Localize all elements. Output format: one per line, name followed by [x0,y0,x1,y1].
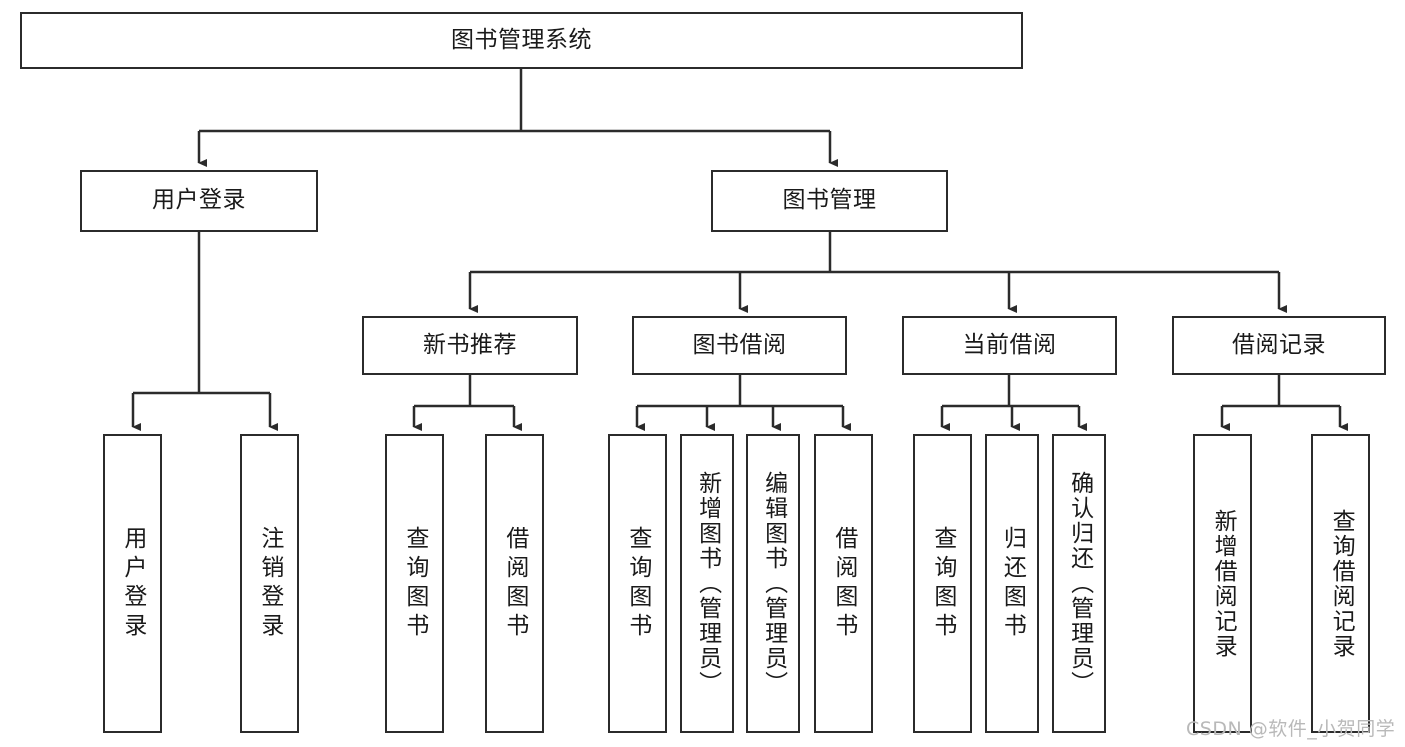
node-current-borrowing[interactable]: 当前借阅 [902,316,1117,375]
leaf-add-book-admin[interactable]: 新增图书（管理员） [680,434,734,733]
leaf-query-borrow-record[interactable]: 查询借阅记录 [1311,434,1370,733]
leaf-query-books-borrow[interactable]: 查询图书 [608,434,667,733]
leaf-edit-book-admin[interactable]: 编辑图书（管理员） [746,434,800,733]
node-book-management[interactable]: 图书管理 [711,170,948,232]
leaf-query-books-recommend[interactable]: 查询图书 [385,434,444,733]
leaf-confirm-return-admin[interactable]: 确认归还（管理员） [1052,434,1106,733]
leaf-query-books-current[interactable]: 查询图书 [913,434,972,733]
leaf-return-books[interactable]: 归还图书 [985,434,1039,733]
node-borrowing-records[interactable]: 借阅记录 [1172,316,1386,375]
node-root-system[interactable]: 图书管理系统 [20,12,1023,69]
leaf-user-login[interactable]: 用户登录 [103,434,162,733]
node-book-borrowing[interactable]: 图书借阅 [632,316,847,375]
csdn-watermark: CSDN @软件_小贺同学 [1186,718,1396,740]
node-user-login[interactable]: 用户登录 [80,170,318,232]
leaf-logout[interactable]: 注销登录 [240,434,299,733]
node-new-book-recommendation[interactable]: 新书推荐 [362,316,578,375]
leaf-borrow-books[interactable]: 借阅图书 [814,434,873,733]
leaf-borrow-books-recommend[interactable]: 借阅图书 [485,434,544,733]
leaf-add-borrow-record[interactable]: 新增借阅记录 [1193,434,1252,733]
